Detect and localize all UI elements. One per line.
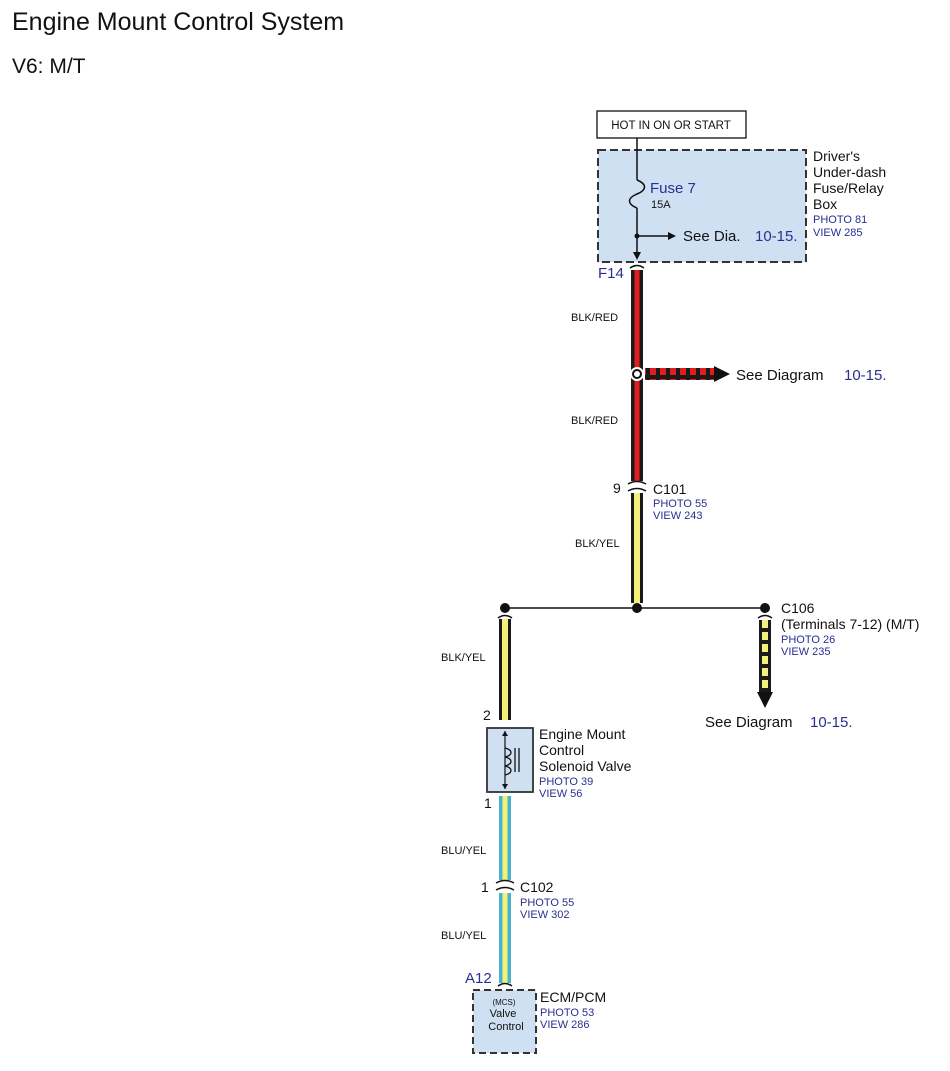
power-source-box: HOT IN ON OR START xyxy=(596,110,747,139)
wire-label: BLK/RED xyxy=(571,312,618,324)
fuse-relay-box: Fuse 7 15A See Dia. 10-15. xyxy=(597,138,807,263)
arrow-icon xyxy=(668,232,676,240)
fuse-see-text: See Dia. xyxy=(683,228,741,245)
c106-detail: (Terminals 7-12) (M/T) xyxy=(781,616,919,632)
wire-label: BLK/YEL xyxy=(575,538,620,550)
solenoid-valve xyxy=(486,727,534,793)
ecm-inner-line: Valve xyxy=(490,1008,517,1020)
power-source-label: HOT IN ON OR START xyxy=(611,120,730,132)
splice-see-ref: 10-15. xyxy=(844,367,887,384)
coil-icon xyxy=(504,747,512,776)
fuse-box-photo: PHOTO 81 xyxy=(813,214,867,226)
connector-c101 xyxy=(627,480,647,492)
solenoid-name-line: Engine Mount xyxy=(539,726,626,742)
ecm-inner-line: (MCS) xyxy=(492,998,515,1007)
wire-blk-yel-solenoid xyxy=(497,614,513,720)
c102-name: C102 xyxy=(520,879,554,895)
solenoid-pin-bottom: 1 xyxy=(484,795,492,811)
ecm-name: ECM/PCM xyxy=(540,989,606,1005)
fuse-rating: 15A xyxy=(651,199,671,211)
fuse-see-ref: 10-15. xyxy=(755,228,798,245)
splice-branch xyxy=(630,366,730,382)
page-title: Engine Mount Control System xyxy=(12,8,345,36)
c106-see-ref: 10-15. xyxy=(810,714,853,731)
c106-branch xyxy=(757,614,773,708)
connector-c102 xyxy=(495,879,515,891)
solenoid-photo: PHOTO 39 xyxy=(539,776,593,788)
c101-pin: 9 xyxy=(613,480,621,496)
solenoid-name-line: Control xyxy=(539,742,584,758)
ecm-box: (MCS) Valve Control xyxy=(472,989,537,1054)
ecm-view: VIEW 286 xyxy=(540,1019,590,1031)
solenoid-pin-top: 2 xyxy=(483,707,491,723)
fuse-symbol xyxy=(628,179,646,209)
c101-photo: PHOTO 55 xyxy=(653,498,707,510)
c106-see-text: See Diagram xyxy=(705,714,793,731)
c102-pin: 1 xyxy=(481,879,489,895)
ecm-inner-line: Control xyxy=(488,1021,523,1033)
wire-blu-yel xyxy=(499,796,511,880)
c102-photo: PHOTO 55 xyxy=(520,897,574,909)
terminal-f14: F14 xyxy=(598,265,624,282)
c106-view: VIEW 235 xyxy=(781,646,831,658)
splice-see-text: See Diagram xyxy=(736,367,824,384)
solenoid-view: VIEW 56 xyxy=(539,788,582,800)
page-subtitle: V6: M/T xyxy=(12,55,86,78)
wire-blu-yel-ecm xyxy=(497,893,513,987)
c106-photo: PHOTO 26 xyxy=(781,634,835,646)
wire-label: BLU/YEL xyxy=(441,930,486,942)
fuse-label: Fuse 7 xyxy=(650,180,696,197)
ecm-terminal: A12 xyxy=(465,970,492,987)
c102-view: VIEW 302 xyxy=(520,909,570,921)
fuse-box-name-line: Fuse/Relay xyxy=(813,180,884,196)
wire-label: BLU/YEL xyxy=(441,845,486,857)
wire-label: BLK/YEL xyxy=(441,652,486,664)
fuse-box-view: VIEW 285 xyxy=(813,227,863,239)
fuse-box-name-line: Box xyxy=(813,196,837,212)
fuse-box-name-line: Driver's xyxy=(813,148,860,164)
c101-view: VIEW 243 xyxy=(653,510,703,522)
solenoid-name-line: Solenoid Valve xyxy=(539,758,632,774)
wire-label: BLK/RED xyxy=(571,415,618,427)
wire-blk-yel xyxy=(631,493,643,603)
fuse-box-name-line: Under-dash xyxy=(813,164,886,180)
ecm-photo: PHOTO 53 xyxy=(540,1007,594,1019)
c106-name: C106 xyxy=(781,600,815,616)
c101-name: C101 xyxy=(653,481,687,497)
